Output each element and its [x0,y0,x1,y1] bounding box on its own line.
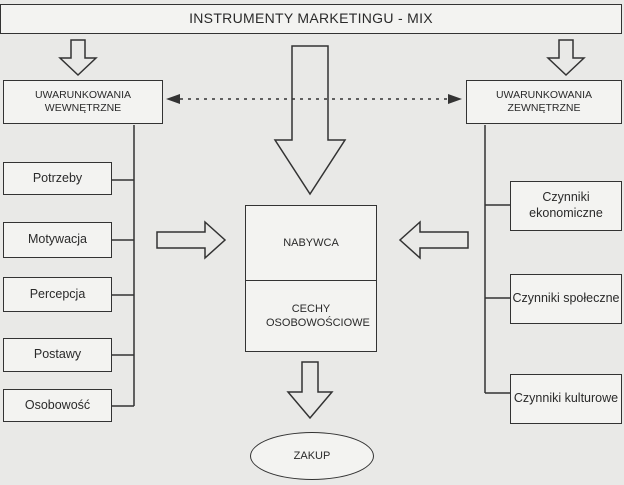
factor-label: Percepcja [29,286,86,301]
personality-traits-section: CECHY OSOBOWOŚCIOWE [246,281,376,351]
arrow-mix-to-internal [58,39,98,77]
arrow-external-to-buyer [398,220,469,260]
arrow-internal-to-buyer [156,220,227,260]
arrow-mix-to-buyer [273,45,347,196]
arrow-mix-to-external [546,39,586,77]
factor-box-cultural: Czynniki kulturowe [510,374,622,424]
marketing-mix-label: INSTRUMENTY MARKETINGU - MIX [189,10,433,27]
factor-label: Postawy [33,347,82,362]
buyer-label: NABYWCA [283,236,339,249]
factor-box-attitudes: Postawy [3,338,112,372]
dotted-arrowhead-right [448,94,462,104]
dotted-arrowhead-left [166,94,180,104]
external-conditions-label: UWARUNKOWANIA ZEWNĘTRZNE [495,88,593,114]
internal-conditions-box: UWARUNKOWANIA WEWNĘTRZNE [3,80,163,124]
marketing-mix-box: INSTRUMENTY MARKETINGU - MIX [0,4,622,34]
factor-box-needs: Potrzeby [3,162,112,195]
factor-box-personality: Osobowość [3,389,112,422]
factor-label: Czynniki kulturowe [513,391,619,406]
factor-label: Czynniki społeczne [512,291,620,306]
factor-label: Motywacja [27,232,88,247]
factor-box-motivation: Motywacja [3,222,112,258]
arrow-buyer-to-purchase [286,361,334,420]
purchase-label: ZAKUP [293,450,331,462]
external-conditions-box: UWARUNKOWANIA ZEWNĘTRZNE [466,80,622,124]
factor-label: Potrzeby [32,170,83,185]
factor-label: Czynniki ekonomiczne [529,190,603,220]
internal-conditions-label: UWARUNKOWANIA WEWNĘTRZNE [34,88,132,114]
factor-box-perception: Percepcja [3,277,112,312]
buyer-section: NABYWCA [246,206,376,281]
buyer-box: NABYWCA CECHY OSOBOWOŚCIOWE [245,205,377,352]
factor-box-economic: Czynniki ekonomiczne [510,181,622,231]
internal-bracket [112,125,135,407]
external-bracket [484,125,510,394]
factor-label: Osobowość [24,397,91,412]
purchase-ellipse: ZAKUP [250,432,374,480]
factor-box-social: Czynniki społeczne [510,274,622,324]
personality-traits-label: CECHY OSOBOWOŚCIOWE [266,302,370,329]
